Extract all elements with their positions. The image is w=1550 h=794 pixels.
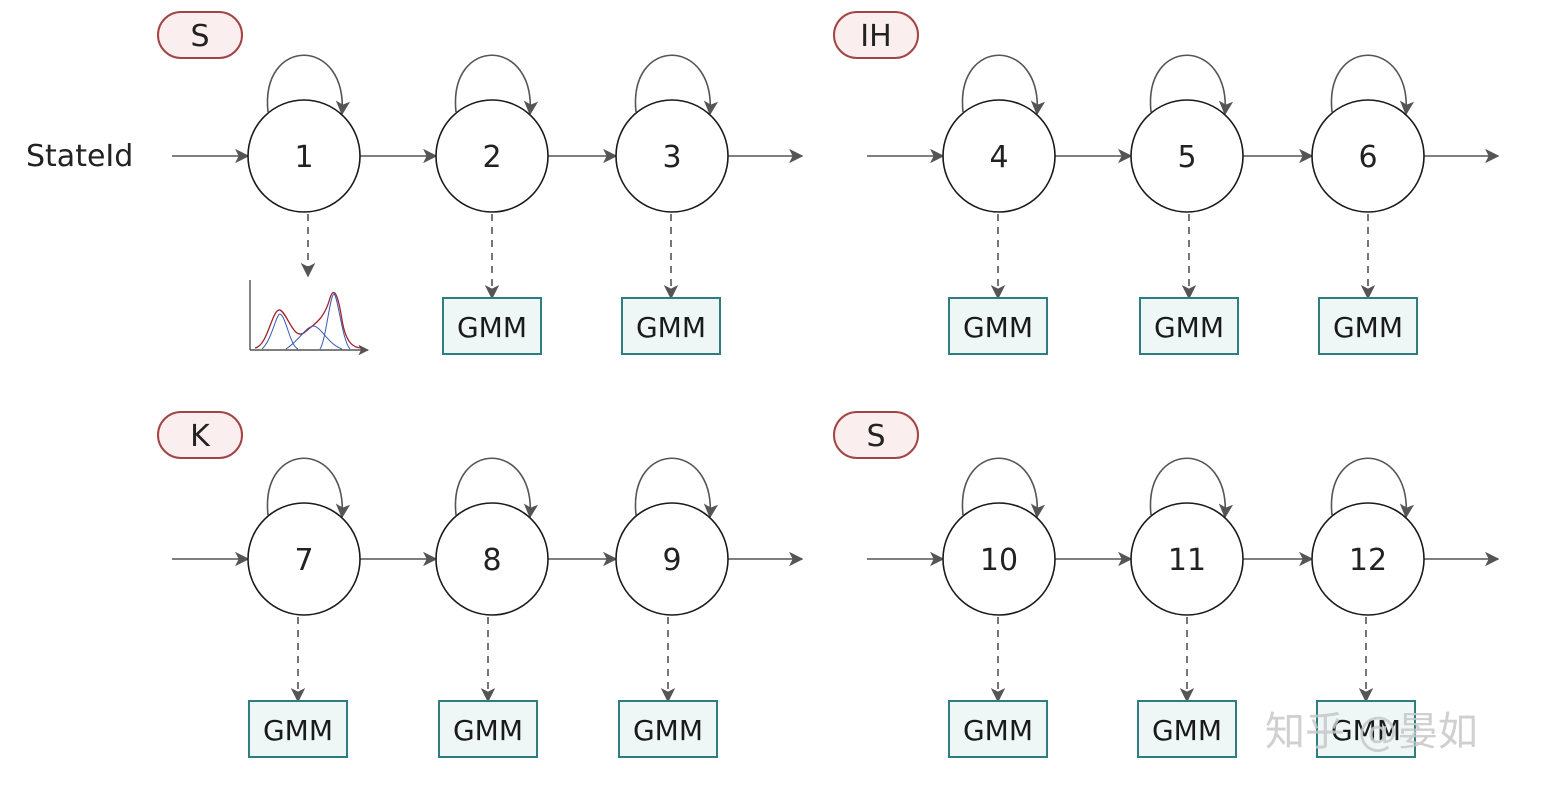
gmm-box [1318, 297, 1418, 355]
gmm-box [618, 700, 718, 758]
gmm-box [442, 297, 542, 355]
self-loop-arrow [454, 54, 539, 116]
state-node [615, 502, 729, 616]
gmm-box [1139, 297, 1239, 355]
gmm-box [948, 297, 1048, 355]
state-node [1130, 99, 1244, 213]
self-loop-arrow [454, 457, 539, 519]
mixture-curve [254, 292, 363, 349]
self-loop-arrow [961, 54, 1046, 116]
gmm-label: GMM [1333, 311, 1403, 344]
state-node [942, 99, 1056, 213]
state-node [435, 502, 549, 616]
phone-label: S [190, 19, 209, 54]
state-node [247, 99, 361, 213]
phone-label: K [190, 419, 211, 454]
state-id: 5 [1177, 140, 1196, 175]
state-id: 10 [980, 543, 1018, 578]
gaussian-mixture-plot [249, 280, 370, 356]
state-node [942, 502, 1056, 616]
state-id: 1 [294, 140, 313, 175]
component-curve [319, 293, 351, 350]
phone-label: IH [860, 19, 891, 54]
state-id: 9 [662, 543, 681, 578]
gmm-label: GMM [263, 714, 333, 747]
phone-label: S [866, 419, 885, 454]
gmm-box [438, 700, 538, 758]
gmm-label: GMM [636, 311, 706, 344]
phone-label-pill [833, 11, 919, 59]
gmm-label: GMM [1152, 714, 1222, 747]
state-node [1130, 502, 1244, 616]
self-loop-arrow [1149, 457, 1234, 519]
self-loop-arrow [266, 457, 351, 519]
gmm-box [948, 700, 1048, 758]
self-loop-arrow [1330, 54, 1415, 116]
phone-label-pill [833, 411, 919, 459]
state-node [1311, 502, 1425, 616]
self-loop-arrow [634, 54, 719, 116]
gmm-label: GMM [963, 714, 1033, 747]
self-loop-arrow [961, 457, 1046, 519]
state-node [615, 99, 729, 213]
gmm-label: GMM [633, 714, 703, 747]
gmm-label: GMM [1331, 714, 1401, 747]
gmm-label: GMM [453, 714, 523, 747]
state-id: 6 [1358, 140, 1377, 175]
gmm-label: GMM [1154, 311, 1224, 344]
gmm-box [1316, 700, 1416, 758]
self-loop-arrow [1149, 54, 1234, 116]
self-loop-arrow [1330, 457, 1415, 519]
component-curve [285, 325, 343, 350]
gmm-box [248, 700, 348, 758]
component-curve [261, 313, 299, 350]
self-loop-arrow [634, 457, 719, 519]
state-id: 2 [482, 140, 501, 175]
state-node [435, 99, 549, 213]
phone-label-pill [157, 411, 243, 459]
watermark-text: 知乎 @晏如 [1265, 709, 1478, 755]
state-id: 8 [482, 543, 501, 578]
gmm-label: GMM [457, 311, 527, 344]
gmm-label: GMM [963, 311, 1033, 344]
state-id: 3 [662, 140, 681, 175]
state-node [1311, 99, 1425, 213]
gmm-box [1137, 700, 1237, 758]
state-id: 4 [989, 140, 1008, 175]
row-label-stateid: StateId [26, 139, 133, 174]
phone-label-pill [157, 11, 243, 59]
self-loop-arrow [266, 54, 351, 116]
state-id: 11 [1168, 543, 1206, 578]
state-node [247, 502, 361, 616]
gmm-box [621, 297, 721, 355]
state-id: 12 [1349, 543, 1387, 578]
state-id: 7 [294, 543, 313, 578]
